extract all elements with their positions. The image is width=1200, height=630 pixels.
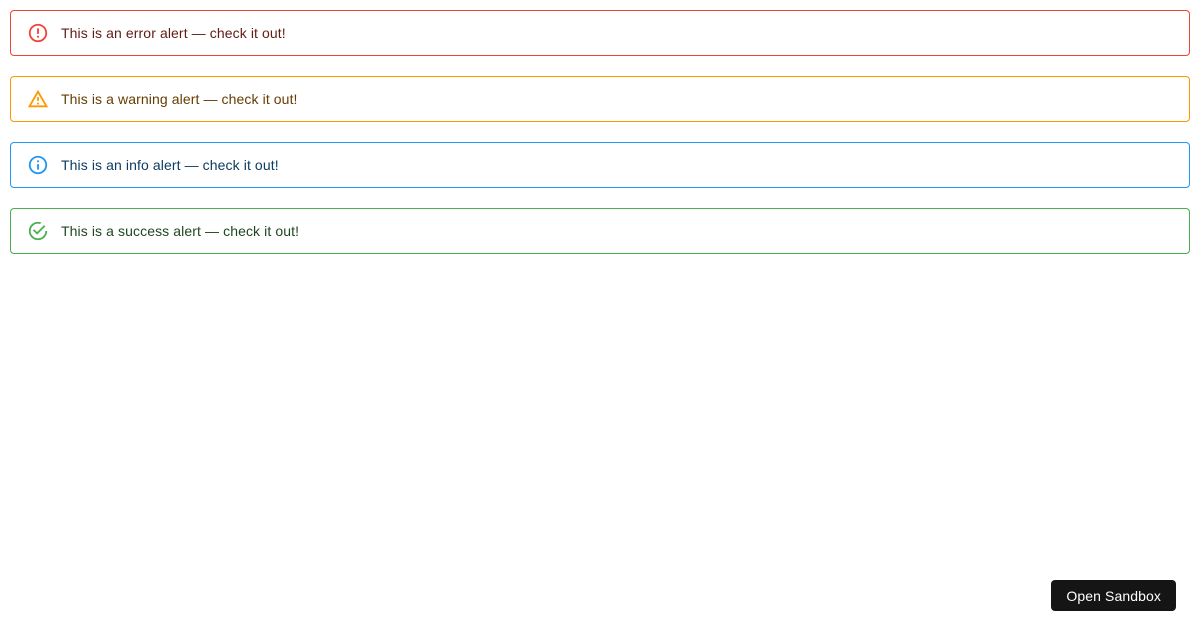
error-outline-icon [27,22,49,44]
alert-message: This is a success alert — check it out! [61,223,300,239]
alert-message: This is an error alert — check it out! [61,25,286,41]
alert-message: This is an info alert — check it out! [61,157,279,173]
info-outline-icon [27,154,49,176]
alert-success: This is a success alert — check it out! [10,208,1190,254]
check-circle-outline-icon [27,220,49,242]
alert-warning: This is a warning alert — check it out! [10,76,1190,122]
alerts-stack: This is an error alert — check it out! T… [0,0,1200,264]
alert-error: This is an error alert — check it out! [10,10,1190,56]
warning-triangle-icon [27,88,49,110]
alert-info: This is an info alert — check it out! [10,142,1190,188]
open-sandbox-button[interactable]: Open Sandbox [1051,580,1176,611]
alert-message: This is a warning alert — check it out! [61,91,298,107]
